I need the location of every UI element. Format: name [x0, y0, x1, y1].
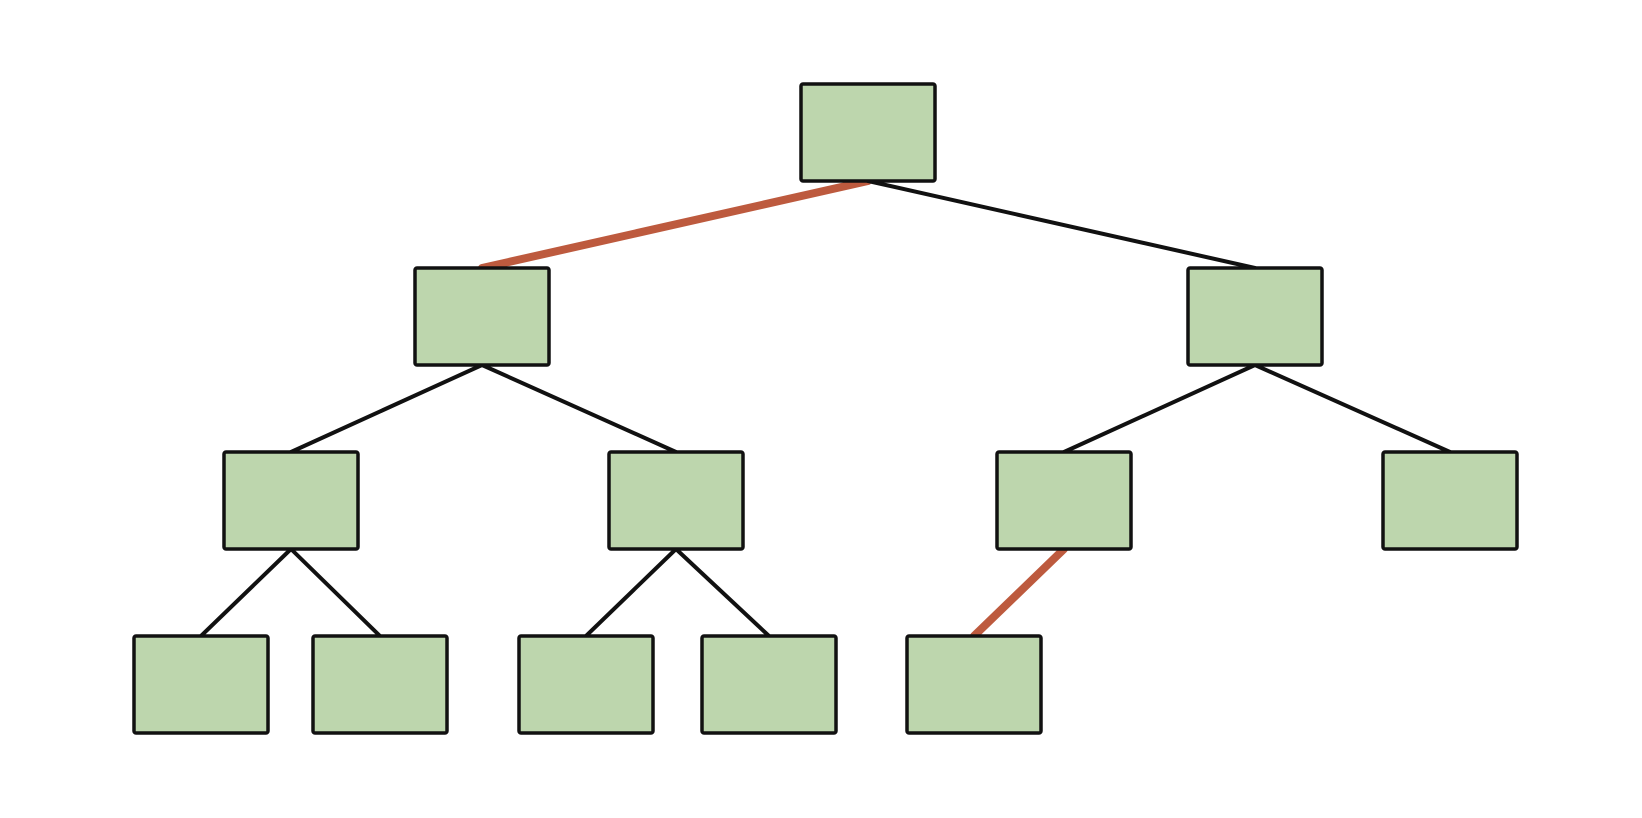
tree-node-n0: [799, 82, 937, 183]
edge-n1-n3: [289, 363, 484, 454]
tree-node-n10: [700, 634, 838, 735]
tree-node-n9: [517, 634, 655, 735]
tree-node-n1: [413, 266, 551, 367]
edge-n3-n8: [289, 547, 382, 638]
tree-node-n7: [132, 634, 270, 735]
edge-n4-n9: [584, 547, 678, 638]
edge-n0-n2: [866, 179, 1257, 270]
tree-node-n3: [222, 450, 360, 551]
edge-n2-n6: [1253, 363, 1452, 454]
edges-layer: [199, 177, 1452, 640]
edge-n4-n10: [674, 547, 771, 638]
edge-n2-n5: [1062, 363, 1257, 454]
tree-node-n2: [1186, 266, 1324, 367]
tree-node-n6: [1381, 450, 1519, 551]
edge-n3-n7: [199, 547, 293, 638]
tree-node-n5: [995, 450, 1133, 551]
edge-n1-n4: [480, 363, 678, 454]
highlighted-edge-n5-n11: [970, 545, 1068, 640]
highlighted-edge-n0-n1: [478, 177, 872, 272]
tree-node-n8: [311, 634, 449, 735]
tree-node-n4: [607, 450, 745, 551]
nodes-layer: [132, 82, 1519, 735]
tree-node-n11: [905, 634, 1043, 735]
